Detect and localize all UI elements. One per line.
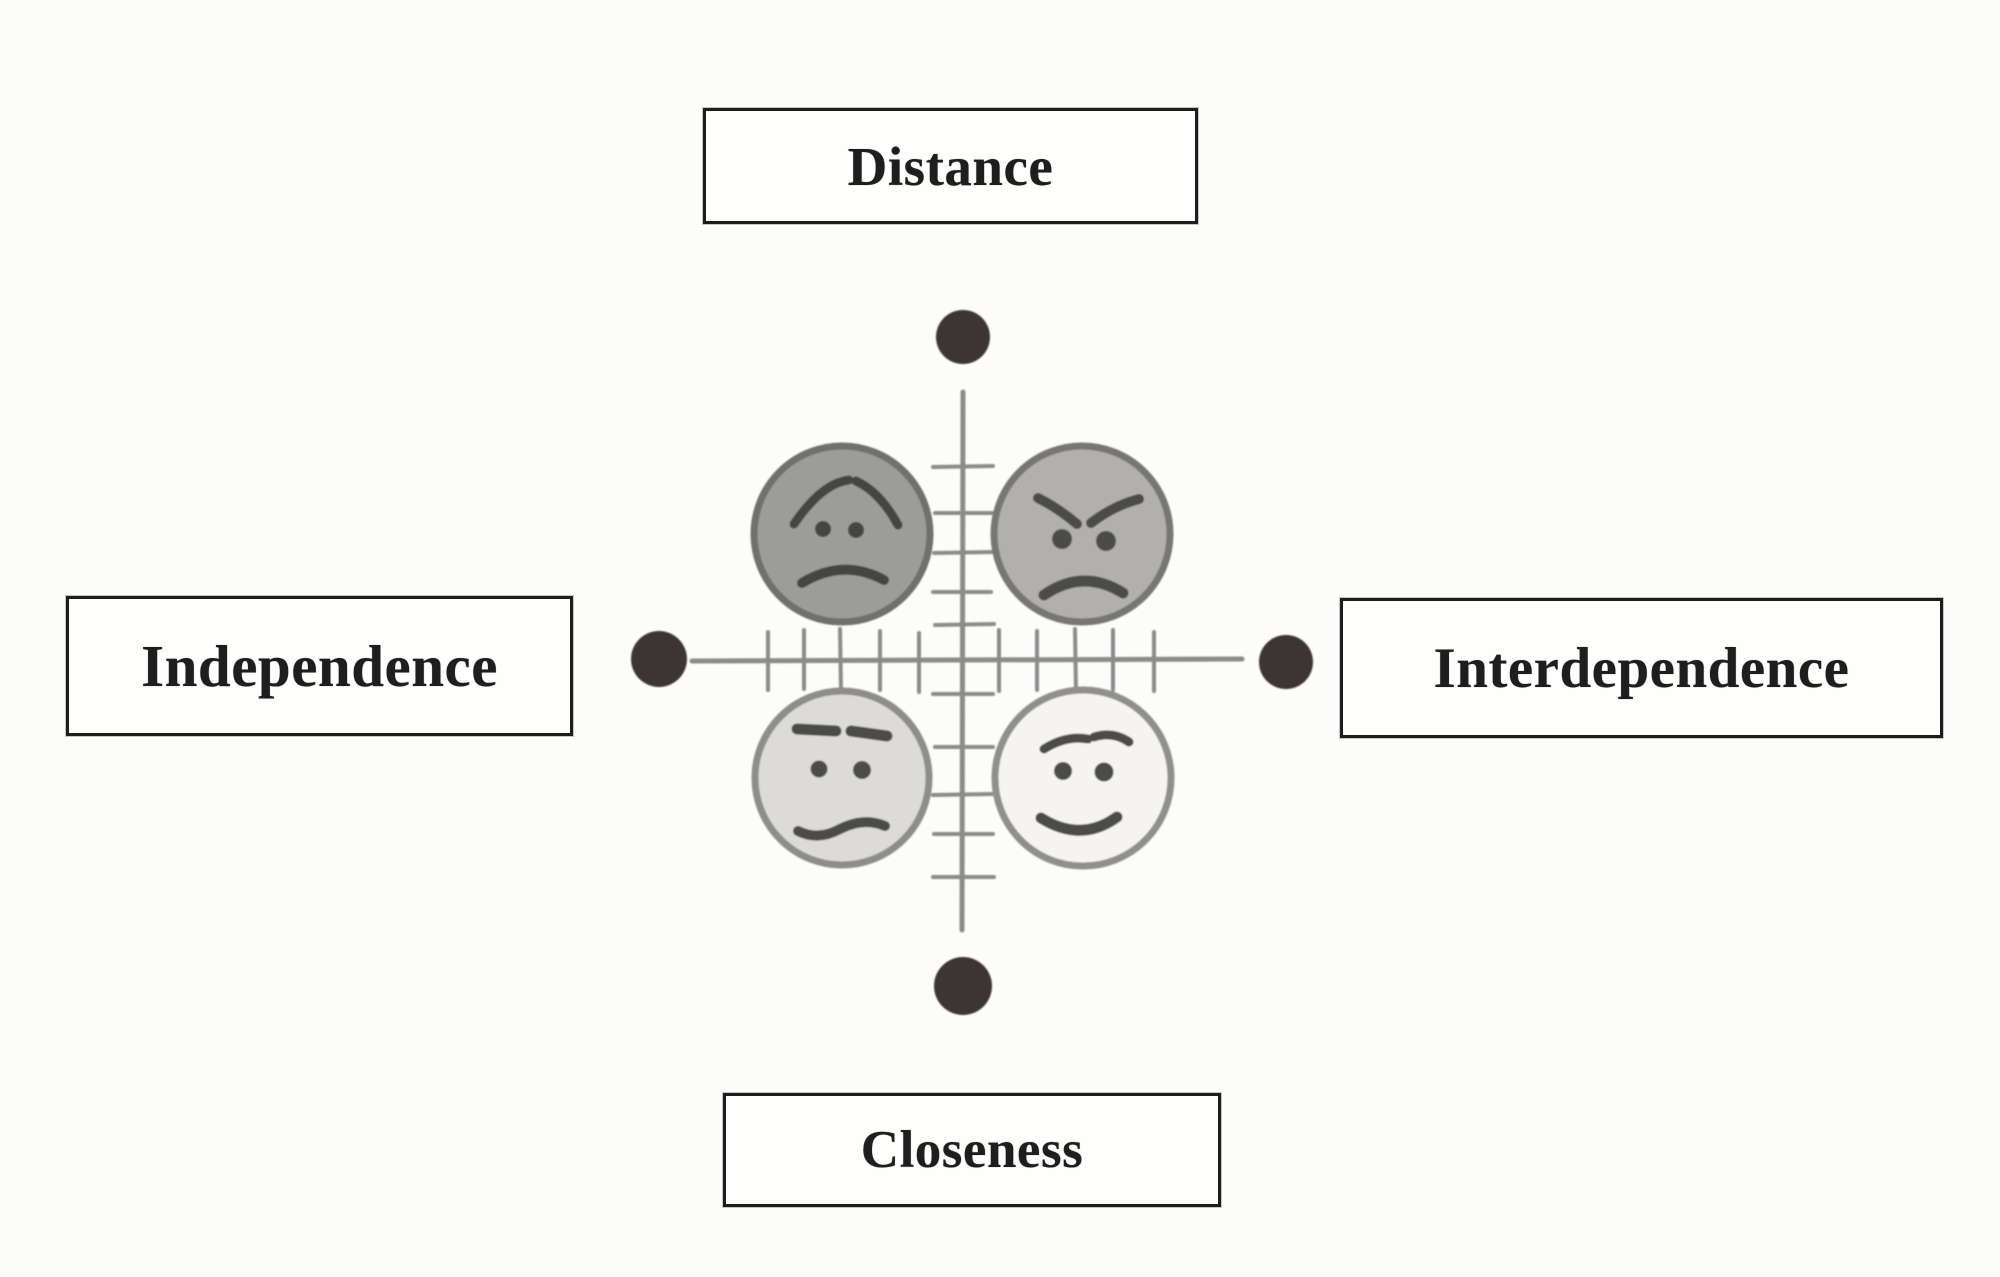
happy-face-right-eye [1094,762,1114,782]
happy-face-mouth [1035,811,1123,836]
axis-label-box-distance: Distance [703,108,1198,224]
horizontal-axis-ticks [766,627,1156,694]
angry-face-brows [1033,493,1144,529]
angry-face-right-eye [1096,531,1116,551]
sad-face-mouth [797,564,889,588]
happy-face-icon [991,686,1175,870]
axis-label-box-interdependence: Interdependence [1340,598,1943,738]
happy-face-left-eye [1054,762,1072,780]
sad-face-right-eye [848,522,864,538]
vertical-axis-ticks [931,464,996,879]
axes [689,389,1245,933]
angry-face-left-eye [1052,529,1072,549]
ambivalent-face-icon [751,687,933,869]
axis-label-distance: Distance [847,135,1054,197]
sad-face-icon [750,442,934,626]
ambivalent-face-brows [791,723,893,742]
axis-label-box-independence: Independence [66,596,573,736]
endpoint-dot-left [631,631,687,687]
vertical-axis [959,389,966,933]
ambivalent-face-left-eye [810,760,828,778]
endpoint-dot-top [936,310,990,364]
ambivalent-face-mouth [793,817,890,841]
axis-label-closeness: Closeness [860,1121,1084,1179]
angry-face-icon [990,442,1174,626]
axis-label-box-closeness: Closeness [723,1093,1221,1207]
angry-face-mouth [1038,575,1129,601]
axis-label-independence: Independence [141,632,498,699]
sad-face-brows [789,475,903,530]
sad-face-left-eye [815,521,831,537]
ambivalent-face-right-eye [853,761,871,779]
axis-endpoint-dots [631,310,1313,1015]
happy-face-circle [991,686,1175,870]
endpoint-dot-right [1259,635,1313,689]
endpoint-dot-bottom [934,957,992,1015]
angry-face-circle [990,442,1174,626]
axis-label-interdependence: Interdependence [1433,636,1850,700]
sad-face-circle [750,442,934,626]
horizontal-axis [689,656,1245,664]
ambivalent-face-circle [751,687,933,869]
happy-face-brows [1039,730,1134,754]
